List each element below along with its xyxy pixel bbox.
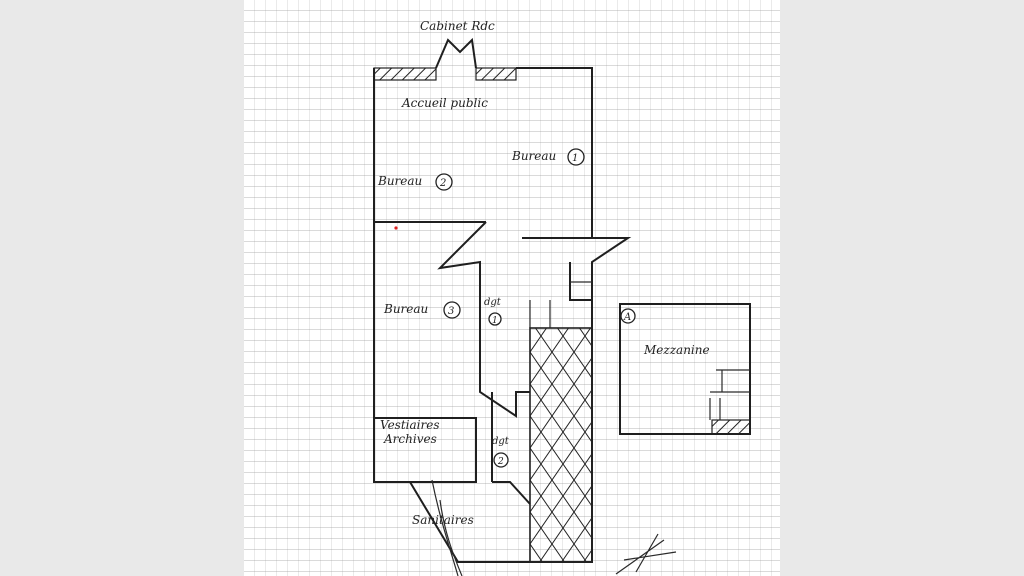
mezzanine-outline xyxy=(619,303,751,435)
label-dgt2-num: 2 xyxy=(497,457,504,467)
wall-dgt2 xyxy=(492,481,531,505)
graph-paper-sheet: Cabinet Rdc Accueil public Bureau 1 Bure… xyxy=(244,0,780,576)
label-dgt2: dgt xyxy=(492,436,510,447)
entrance-notch xyxy=(435,37,477,69)
stair-lines xyxy=(529,281,592,328)
label-dgt1-num: 1 xyxy=(492,316,498,326)
bureau2-number-circle xyxy=(435,173,453,191)
wall-hatch-right xyxy=(475,67,517,81)
label-mezzanine: Mezzanine xyxy=(643,343,710,357)
scribble-left-2 xyxy=(439,499,463,576)
label-archives: Archives xyxy=(383,432,437,446)
scribble-left xyxy=(431,479,459,576)
label-bureau2-num: 2 xyxy=(439,178,446,189)
label-bureau3-num: 3 xyxy=(448,306,454,317)
wall-stair-top xyxy=(569,262,592,301)
bureau3-number-circle xyxy=(443,301,461,319)
label-dgt1: dgt xyxy=(484,297,502,308)
mezzanine-hatch xyxy=(711,419,751,435)
main-outline-right xyxy=(516,67,632,328)
dgt2-number-circle xyxy=(493,452,509,468)
wall-vestiaires xyxy=(374,417,477,483)
label-sanitaires: Sanitaires xyxy=(412,513,474,527)
mezzanine-stair xyxy=(709,369,750,420)
label-bureau1: Bureau xyxy=(511,149,556,163)
scribble-right xyxy=(615,533,677,575)
label-mezz-marker: A xyxy=(623,312,631,323)
bureau1-number-circle xyxy=(567,148,585,166)
label-bureau3: Bureau xyxy=(383,302,428,316)
label-bureau1-num: 1 xyxy=(572,153,578,164)
mezzanine-marker-circle xyxy=(620,308,636,324)
label-bureau2: Bureau xyxy=(377,174,422,188)
stairwell-lattice xyxy=(529,327,593,563)
wall-hatch-left xyxy=(373,67,437,81)
plan-title: Cabinet Rdc xyxy=(420,19,495,33)
red-dot-mark xyxy=(394,226,398,230)
dgt1-number-circle xyxy=(488,312,502,326)
wall-bureau3 xyxy=(437,221,530,418)
label-vestiaires: Vestiaires xyxy=(380,418,439,432)
floor-plan: Cabinet Rdc Accueil public Bureau 1 Bure… xyxy=(373,19,751,576)
label-accueil: Accueil public xyxy=(401,96,488,110)
